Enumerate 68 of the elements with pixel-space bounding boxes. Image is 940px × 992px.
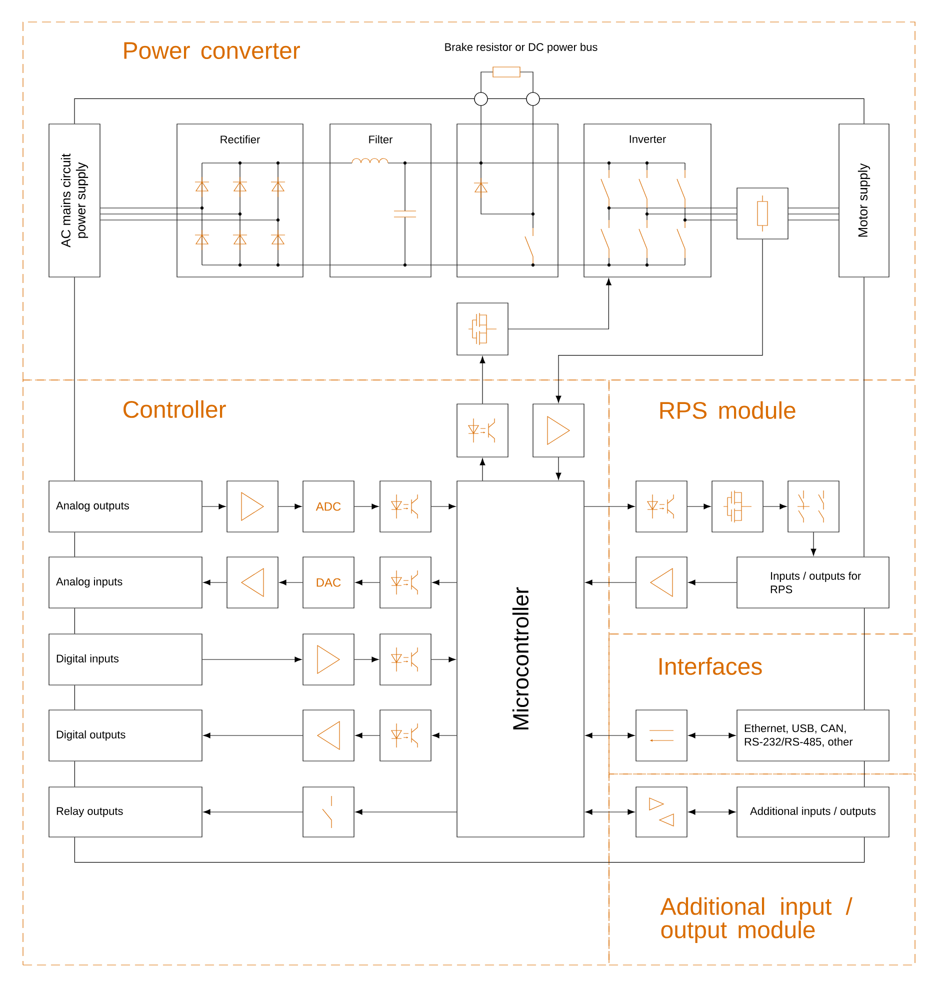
double-arrow xyxy=(688,732,736,738)
arrow xyxy=(431,504,456,510)
arrow xyxy=(355,580,380,586)
converter-box: DAC xyxy=(302,556,354,608)
arrow xyxy=(355,809,457,815)
block-box: Rectifier xyxy=(176,124,304,278)
section-heading: RPS module xyxy=(660,401,796,419)
arrow xyxy=(354,504,379,510)
arrow xyxy=(556,239,763,403)
arrow xyxy=(688,580,737,586)
block-box: Motor supply xyxy=(838,124,890,278)
arrow xyxy=(687,504,711,510)
wire xyxy=(74,98,864,124)
wire xyxy=(711,208,737,220)
section-heading: Controller xyxy=(124,400,226,418)
wire xyxy=(74,532,75,557)
block-box: Filter xyxy=(330,124,432,278)
arrow xyxy=(279,580,303,586)
arrow xyxy=(432,580,457,586)
arrow xyxy=(202,504,226,510)
wire xyxy=(74,685,75,710)
wire xyxy=(303,162,330,266)
section-heading: Additional input / output module xyxy=(660,897,852,944)
arrow xyxy=(763,504,787,510)
arrow xyxy=(202,656,302,662)
wire xyxy=(100,208,177,220)
wire xyxy=(864,761,865,787)
wire xyxy=(864,608,865,710)
block-box: Digital inputs xyxy=(48,634,202,686)
section-heading: Power converter xyxy=(124,42,300,60)
arrow xyxy=(810,532,816,556)
arrow xyxy=(556,457,562,480)
wire xyxy=(74,608,75,634)
block-box: Inverter xyxy=(584,124,712,278)
arrow xyxy=(278,504,302,510)
block-box: Additional inputs / outputs xyxy=(736,786,890,838)
wire xyxy=(74,761,75,787)
arrow xyxy=(480,458,486,481)
arrow xyxy=(203,580,227,586)
block-box: Analog inputs xyxy=(48,556,202,608)
block-box: Digital outputs xyxy=(48,710,202,762)
arrow xyxy=(203,732,303,738)
double-arrow xyxy=(585,732,635,738)
converter-box: ADC xyxy=(302,480,354,532)
block-box: Ethernet, USB, CAN, RS-232/RS-485, other xyxy=(736,710,890,762)
wire xyxy=(431,162,457,266)
caption-text: Brake resistor or DC power bus xyxy=(445,42,598,54)
block-box: Inputs / outputs for RPS xyxy=(736,556,890,608)
arrow xyxy=(432,732,457,738)
arrow xyxy=(354,656,379,662)
arrow xyxy=(508,278,612,330)
arrow xyxy=(203,809,303,815)
wire xyxy=(788,208,839,220)
block-box: AC mains circuit power supply xyxy=(48,124,100,278)
arrow xyxy=(431,656,456,662)
arrow xyxy=(480,356,486,404)
wire xyxy=(558,162,584,266)
wire xyxy=(74,837,865,863)
arrow xyxy=(355,732,380,738)
section-heading: Interfaces xyxy=(660,657,762,675)
double-arrow xyxy=(688,809,736,815)
double-arrow xyxy=(585,809,635,815)
block-box: Analog outputs xyxy=(48,480,202,532)
arrow xyxy=(584,504,635,510)
block-box: Microcontroller xyxy=(456,480,584,838)
wire xyxy=(74,277,75,481)
arrow xyxy=(585,580,636,586)
block-box: Relay outputs xyxy=(48,786,202,838)
